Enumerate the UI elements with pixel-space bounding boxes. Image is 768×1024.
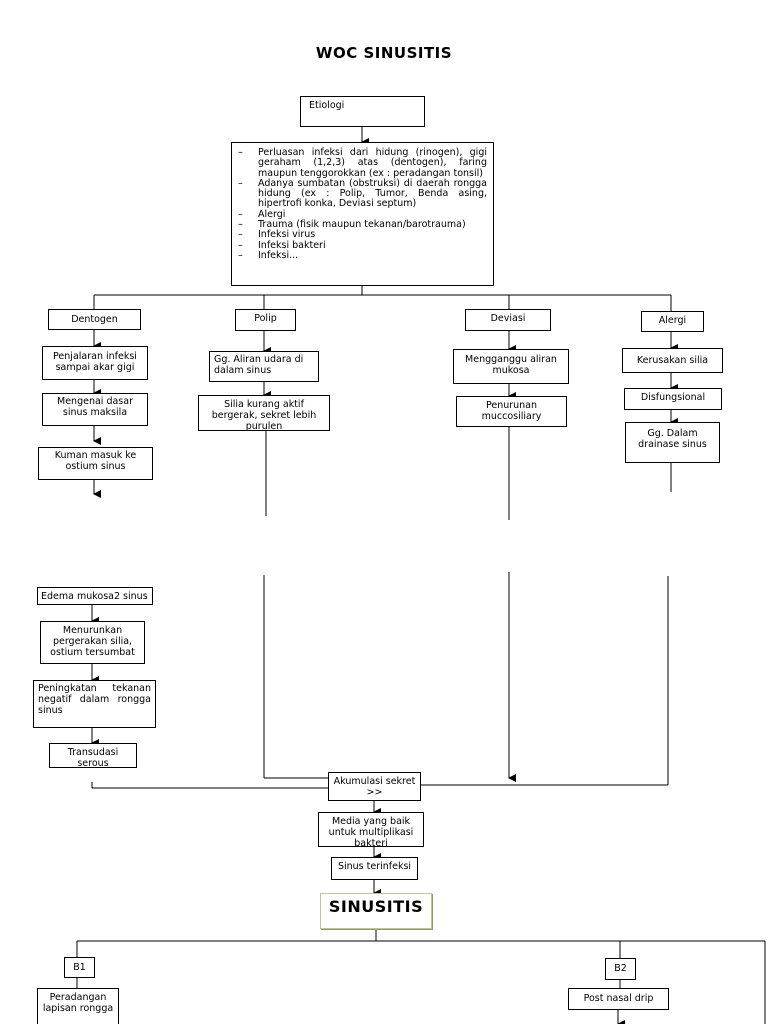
etiologi-item: Alergi xyxy=(232,209,487,220)
dentogen-step-1: Penjalaran infeksi sampai akar gigi xyxy=(42,346,148,380)
polip-step-1: Gg. Aliran udara di dalam sinus xyxy=(209,351,319,382)
dentogen-step-3: Kuman masuk ke ostium sinus xyxy=(38,447,153,480)
etiologi-list: Perluasan infeksi dari hidung (rinogen),… xyxy=(232,147,487,261)
silia-box: Menurunkan pergerakan silia, ostium ters… xyxy=(40,621,145,664)
sinus-terinfeksi-box: Sinus terinfeksi xyxy=(331,857,418,880)
etiologi-list-box: Perluasan infeksi dari hidung (rinogen),… xyxy=(231,142,494,286)
tekanan-box: Peningkatan tekanan negatif dalam rongga… xyxy=(33,680,156,728)
polip-step-2: Silia kurang aktif bergerak, sekret lebi… xyxy=(198,395,330,431)
alergi-step-2: Disfungsional xyxy=(624,388,722,410)
etiologi-item: Perluasan infeksi dari hidung (rinogen),… xyxy=(232,147,487,179)
etiologi-item: Adanya sumbatan (obstruksi) di daerah ro… xyxy=(232,178,487,210)
dentogen-box: Dentogen xyxy=(48,309,141,330)
etiologi-item: Infeksi virus xyxy=(232,230,487,241)
alergi-step-3: Gg. Dalam drainase sinus xyxy=(625,422,720,463)
alergi-step-1: Kerusakan silia xyxy=(622,348,723,373)
etiologi-item: Infeksi... xyxy=(232,250,487,261)
polip-box: Polip xyxy=(235,309,296,331)
alergi-box: Alergi xyxy=(641,311,704,332)
transudasi-box: Transudasi serous xyxy=(49,743,137,768)
b1-step-box: Peradangan lapisan rongga xyxy=(37,988,119,1024)
edema-box: Edema mukosa2 sinus xyxy=(37,587,153,605)
sinusitis-box: SINUSITIS xyxy=(320,893,432,929)
page-title: WOC SINUSITIS xyxy=(315,44,453,62)
deviasi-step-2: Penurunan muccosiliary xyxy=(456,396,567,427)
etiologi-item: Trauma (fisik maupun tekanan/barotrauma) xyxy=(232,219,487,230)
media-box: Media yang baik untuk multiplikasi bakte… xyxy=(318,812,424,847)
deviasi-step-1: Mengganggu aliran mukosa xyxy=(453,349,569,384)
b2-step-box: Post nasal drip xyxy=(568,988,669,1010)
akumulasi-box: Akumulasi sekret >> xyxy=(328,772,421,801)
dentogen-step-2: Mengenai dasar sinus maksila xyxy=(42,393,148,426)
deviasi-box: Deviasi xyxy=(465,309,551,331)
etiologi-box: Etiologi xyxy=(300,96,425,127)
b2-box: B2 xyxy=(605,958,636,980)
b1-box: B1 xyxy=(64,957,95,978)
etiologi-item: Infeksi bakteri xyxy=(232,240,487,251)
